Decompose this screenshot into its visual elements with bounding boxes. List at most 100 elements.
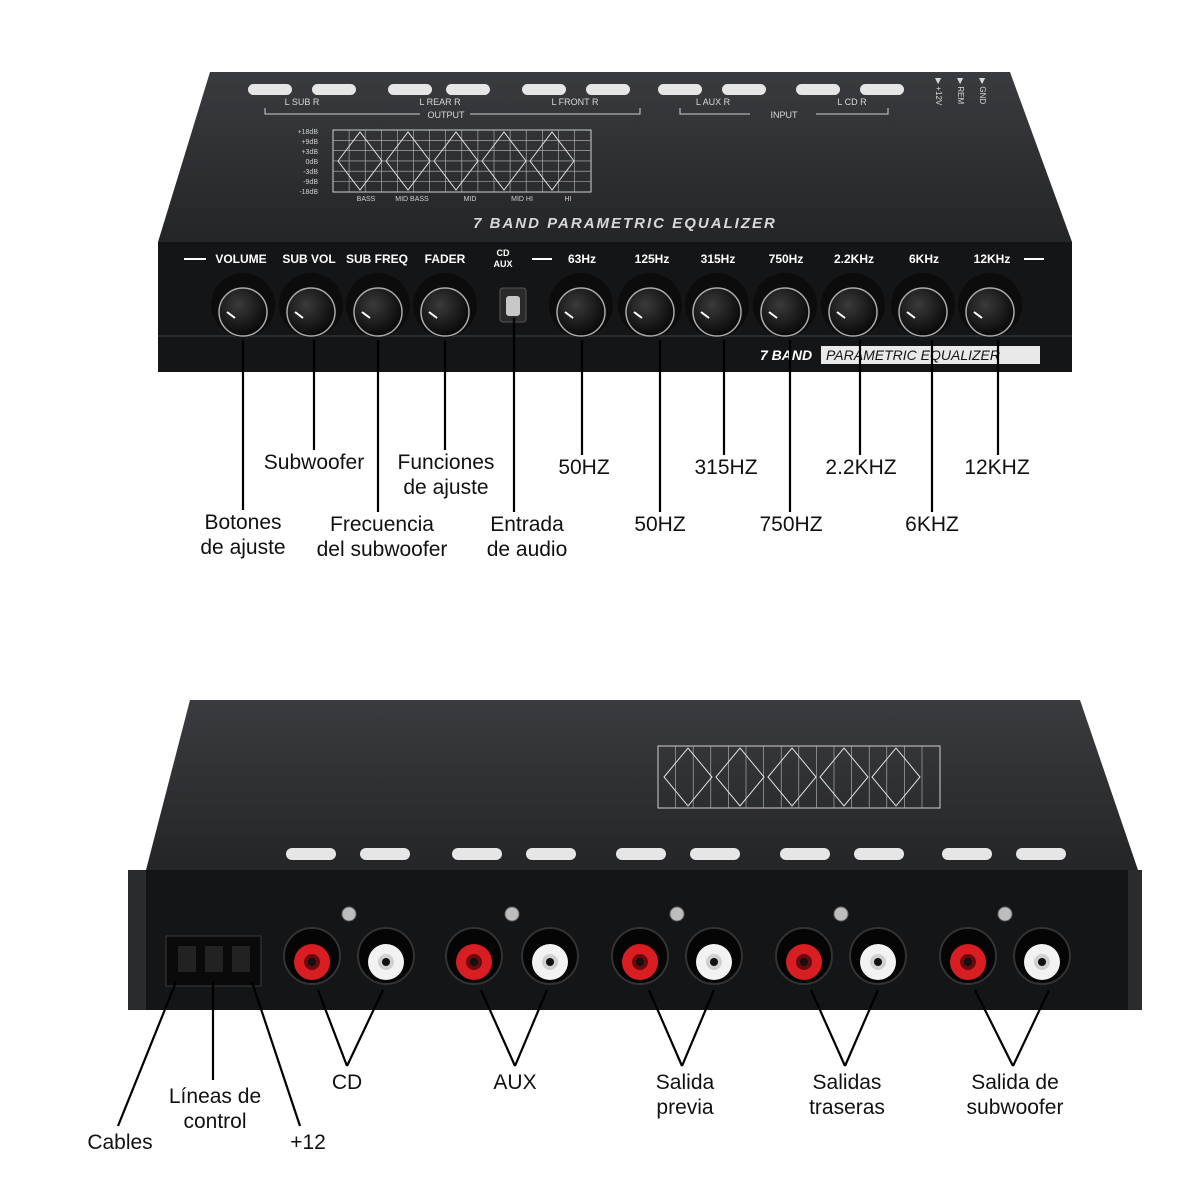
band-name-label: BASS [357, 196, 376, 203]
db-scale-label: +18dB [298, 129, 319, 136]
rear-port-pill [452, 848, 502, 860]
top-port-pills [248, 84, 904, 95]
rear-top-plate [146, 700, 1138, 870]
switch-cd-label: CD [497, 248, 510, 258]
badge-bold: 7 BAND [760, 347, 812, 363]
callout-frecuencia-del-subwoofer: Frecuencia del subwoofer [316, 513, 448, 561]
band-freq-label: 750Hz [769, 252, 804, 266]
cd-aux-switch [499, 287, 527, 323]
top-port-pill [658, 84, 702, 95]
input-label: INPUT [771, 110, 799, 120]
db-scale-label: -18dB [299, 189, 318, 196]
rca-jack-white[interactable] [1013, 927, 1071, 985]
eq-knob[interactable] [549, 273, 613, 337]
rca-jack-red[interactable] [445, 927, 503, 985]
callout-315hz: 315HZ [694, 456, 758, 479]
top-port-pill [722, 84, 766, 95]
callout-lineas-de-control: Líneas de control [168, 1085, 262, 1133]
eq-knob[interactable] [413, 273, 477, 337]
output-label: OUTPUT [428, 110, 466, 120]
front-knobs [211, 273, 1022, 337]
power-label: ▶ REM [956, 78, 965, 104]
callout-50hz-b: 50HZ [634, 513, 686, 536]
callout-botones-de-ajuste: Botones de ajuste [200, 511, 286, 559]
band-freq-label: 12KHz [974, 252, 1011, 266]
band-freq-label: 125Hz [635, 252, 670, 266]
rca-jack-white[interactable] [685, 927, 743, 985]
top-port-pill [522, 84, 566, 95]
eq-knob[interactable] [279, 273, 343, 337]
rear-port-pill [1016, 848, 1066, 860]
rear-port-pill [526, 848, 576, 860]
eq-knob[interactable] [891, 273, 955, 337]
band-freq-label: 63Hz [568, 252, 596, 266]
rca-jack-red[interactable] [939, 927, 997, 985]
rca-jacks [283, 906, 1071, 985]
power-connector [165, 935, 262, 987]
eq-knob[interactable] [753, 273, 817, 337]
band-name-label: MID [464, 196, 477, 203]
badge-rest: PARAMETRIC EQUALIZER [826, 347, 1000, 363]
rear-port-pill [690, 848, 740, 860]
callout-2-2khz: 2.2KHZ [825, 456, 897, 479]
band-freq-label: 2.2KHz [834, 252, 874, 266]
rca-jack-white[interactable] [849, 927, 907, 985]
bottom-callout-lines [116, 981, 1050, 1127]
rca-jack-white[interactable] [521, 927, 579, 985]
band-freq-label: 6KHz [909, 252, 939, 266]
db-scale-label: 0dB [306, 159, 319, 166]
rca-jack-red[interactable] [775, 927, 833, 985]
switch-aux-label: AUX [493, 259, 512, 269]
callout-salida-de-subwoofer: Salida de subwoofer [966, 1071, 1064, 1119]
power-label: ▶ GND [978, 78, 987, 104]
rca-jack-red[interactable] [611, 927, 669, 985]
eq-knob[interactable] [958, 273, 1022, 337]
face-badge: 7 BAND PARAMETRIC EQUALIZER [755, 346, 1040, 364]
callout-plus-12: +12 [290, 1131, 326, 1154]
callout-50hz-a: 50HZ [558, 456, 610, 479]
knob-label: FADER [425, 252, 466, 266]
callout-funciones-de-ajuste: Funciones de ajuste [397, 451, 495, 499]
top-port-group-label: L CD R [837, 97, 867, 107]
eq-knob[interactable] [685, 273, 749, 337]
callout-cd: CD [331, 1071, 363, 1094]
equalizer-rear-view [128, 700, 1142, 1010]
callout-salida-previa: Salida previa [655, 1071, 715, 1119]
band-freq-label: 315Hz [701, 252, 736, 266]
db-scale-label: -3dB [303, 169, 318, 176]
eq-knob[interactable] [821, 273, 885, 337]
rear-port-pill [360, 848, 410, 860]
callout-cables: Cables [87, 1131, 153, 1154]
top-port-pill [446, 84, 490, 95]
eq-knob[interactable] [346, 273, 410, 337]
top-port-pill [312, 84, 356, 95]
band-name-label: HI [565, 196, 572, 203]
rear-port-pill [286, 848, 336, 860]
top-port-pill [860, 84, 904, 95]
db-scale-label: +9dB [301, 139, 318, 146]
eq-knob[interactable] [618, 273, 682, 337]
callout-12khz: 12KHZ [964, 456, 1030, 479]
callout-salidas-traseras: Salidas traseras [809, 1071, 885, 1119]
top-port-group-label: L REAR R [419, 97, 461, 107]
callout-6khz: 6KHZ [905, 513, 959, 536]
eq-knob[interactable] [211, 273, 275, 337]
top-port-group-label: L SUB R [285, 97, 320, 107]
rear-port-pill [780, 848, 830, 860]
power-label: ▶ +12V [934, 78, 943, 106]
top-title: 7 BAND PARAMETRIC EQUALIZER [473, 215, 777, 232]
top-callout-lines [241, 318, 1000, 512]
rca-jack-white[interactable] [357, 927, 415, 985]
band-name-label: MID BASS [395, 196, 429, 203]
rear-eq-graphic [657, 745, 941, 809]
rear-port-pill [616, 848, 666, 860]
rca-jack-red[interactable] [283, 927, 341, 985]
db-scale-label: +3dB [301, 149, 318, 156]
top-port-group-label: L FRONT R [551, 97, 599, 107]
rear-port-pill [942, 848, 992, 860]
top-port-pill [248, 84, 292, 95]
